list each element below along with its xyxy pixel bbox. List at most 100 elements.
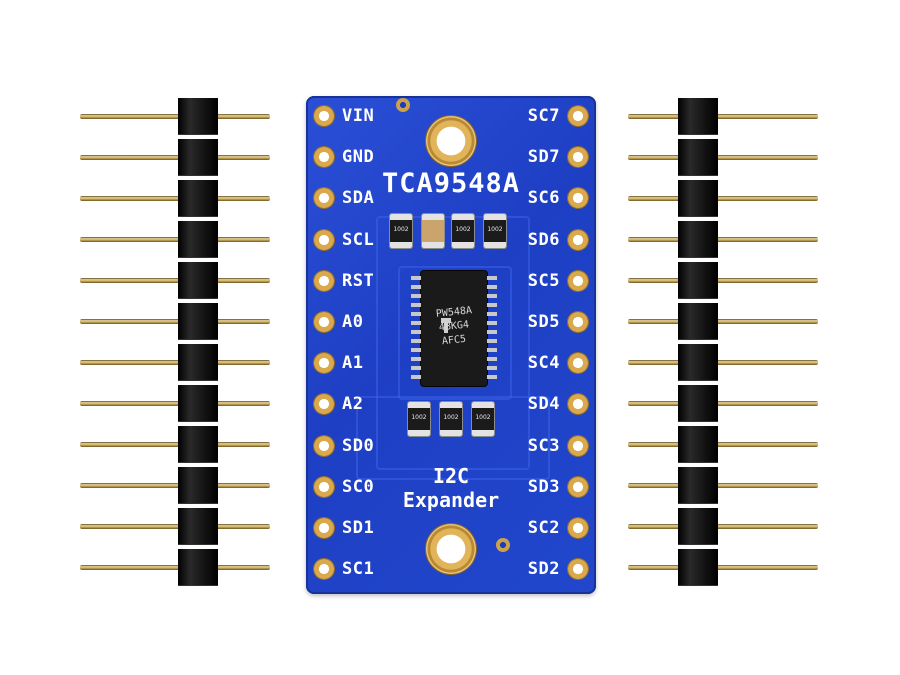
header-plastic-segment [678, 385, 718, 422]
header-pin [628, 237, 818, 242]
header-plastic-segment [678, 98, 718, 135]
left-pin-header [80, 98, 280, 586]
header-plastic-segment [178, 139, 218, 176]
header-plastic-segment [178, 180, 218, 217]
header-pin [80, 360, 270, 365]
pin-label-sd4: SD4 [527, 394, 560, 415]
pin-label-sc3: SC3 [527, 435, 560, 456]
pin-pad-sd6 [568, 229, 588, 250]
pin-label-sc7: SC7 [527, 106, 560, 126]
header-plastic-segment [678, 549, 718, 586]
pin-pad-sc1 [314, 559, 334, 580]
ic-lead [487, 375, 497, 379]
ic-lead [487, 294, 497, 298]
pin-label-a1: A1 [342, 353, 364, 374]
ic-lead [411, 303, 421, 307]
pin-label-sc1: SC1 [342, 559, 375, 580]
pin-pad-sc5 [568, 270, 588, 291]
header-pin [628, 196, 818, 201]
resistor: 1002 [452, 214, 474, 248]
mounting-hole-bottom [426, 524, 476, 574]
ic-lead [411, 339, 421, 343]
pin-pad-sd7 [568, 147, 588, 168]
pin-label-a2: A2 [342, 394, 364, 415]
header-pin [80, 237, 270, 242]
pin-pad-sda [314, 188, 334, 209]
header-plastic-segment [178, 385, 218, 422]
header-plastic-segment [178, 221, 218, 258]
header-pin [628, 401, 818, 406]
ic-lead [487, 348, 497, 352]
pin-label-sd5: SD5 [527, 312, 560, 332]
pin-label-sd6: SD6 [527, 229, 560, 250]
capacitor [422, 214, 444, 248]
pin-label-sd0: SD0 [342, 435, 375, 456]
header-pin [628, 442, 818, 447]
pin-label-sc5: SC5 [527, 270, 560, 291]
pin-pad-sc2 [568, 518, 588, 538]
header-pin [80, 114, 270, 119]
pin-label-sd7: SD7 [527, 147, 560, 168]
pin-pad-a0 [314, 312, 334, 332]
header-plastic-segment [678, 426, 718, 463]
header-pin [80, 401, 270, 406]
pin-label-sd2: SD2 [527, 559, 560, 580]
header-plastic-segment [178, 549, 218, 586]
header-plastic-segment [178, 467, 218, 504]
header-plastic-segment [178, 508, 218, 545]
ic-lead [487, 330, 497, 334]
pin-pad-a1 [314, 353, 334, 374]
pin-label-sda: SDA [342, 188, 375, 209]
header-pin [80, 442, 270, 447]
ic-lead [487, 339, 497, 343]
header-plastic-segment [178, 98, 218, 135]
right-pin-header [628, 98, 828, 586]
ic-lead [487, 312, 497, 316]
pin-label-scl: SCL [342, 229, 375, 250]
header-plastic-segment [678, 508, 718, 545]
pin-label-rst: RST [342, 270, 375, 291]
header-pin [80, 155, 270, 160]
via-top [396, 98, 410, 112]
header-plastic-segment [678, 221, 718, 258]
pin-pad-sc3 [568, 435, 588, 456]
header-pin [628, 155, 818, 160]
pin-pad-sd4 [568, 394, 588, 415]
pin-label-sc6: SC6 [527, 188, 560, 209]
tca9548a-ic: PW548A 4BKG4 AFC5 [421, 271, 487, 386]
ti-logo-icon [441, 318, 451, 333]
ic-lead [411, 357, 421, 361]
ic-lead [411, 294, 421, 298]
header-plastic-segment [678, 139, 718, 176]
via-bottom [496, 538, 510, 552]
pcb-trace [356, 396, 550, 480]
ic-lead [411, 321, 421, 325]
header-pin [80, 565, 270, 570]
pin-pad-sc7 [568, 106, 588, 126]
ic-lead [411, 276, 421, 280]
chip-name-label: TCA9548A [381, 168, 521, 199]
header-plastic-segment [678, 467, 718, 504]
resistor: 1002 [472, 402, 494, 436]
header-pin [80, 196, 270, 201]
header-plastic-segment [178, 262, 218, 299]
ic-lead [487, 285, 497, 289]
pin-pad-sd5 [568, 312, 588, 332]
resistor: 1002 [408, 402, 430, 436]
pin-label-vin: VIN [342, 106, 375, 126]
header-pin [628, 278, 818, 283]
pin-pad-sd3 [568, 476, 588, 497]
pin-label-sc2: SC2 [527, 518, 560, 538]
header-pin [80, 524, 270, 529]
header-plastic-segment [678, 303, 718, 340]
pin-pad-sc6 [568, 188, 588, 209]
ic-lead [411, 375, 421, 379]
description-line-1: I2C [432, 464, 470, 488]
header-pin [628, 565, 818, 570]
resistor: 1002 [440, 402, 462, 436]
header-plastic-segment [678, 262, 718, 299]
pin-pad-vin [314, 106, 334, 126]
header-pin [80, 483, 270, 488]
pin-label-a0: A0 [342, 312, 364, 332]
description-line-2: Expander [402, 488, 500, 512]
